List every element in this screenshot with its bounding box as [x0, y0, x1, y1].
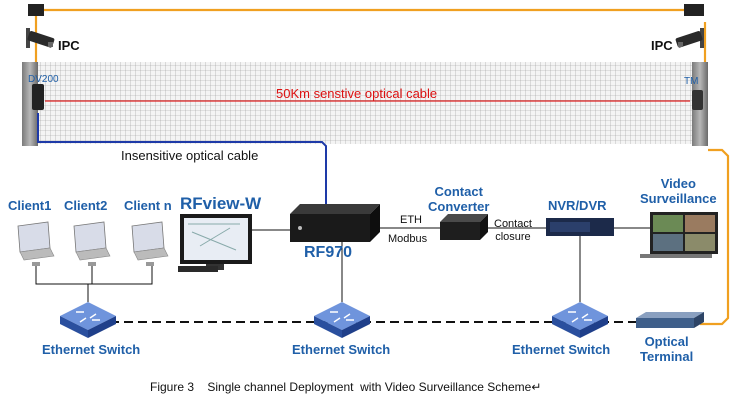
contact-converter-device	[440, 214, 488, 240]
ipc-left-label: IPC	[58, 38, 80, 53]
client-wiring	[35, 266, 153, 302]
modbus-label: Modbus	[388, 233, 428, 245]
client2-label: Client2	[64, 198, 108, 213]
tm-label: TM	[684, 76, 699, 87]
left-fence-post	[22, 62, 38, 146]
switch-right-label: Ethernet Switch	[512, 342, 611, 357]
video-monitor-icon	[640, 212, 718, 258]
nvr-device	[546, 218, 614, 236]
ethernet-switch-icon	[552, 302, 608, 338]
insensitive-cable-label: Insensitive optical cable	[121, 148, 259, 163]
insensitive-cable-line	[37, 113, 327, 210]
fence	[38, 62, 693, 144]
orange-fiber-loop	[34, 8, 730, 326]
switch-left-label: Ethernet Switch	[42, 342, 141, 357]
contact-closure-label: Contact closure	[494, 218, 532, 243]
left-junction-box	[28, 4, 44, 16]
client-laptop-icon	[17, 221, 55, 266]
dv200-device	[32, 84, 44, 110]
rfview-label: RFview-W	[180, 194, 262, 213]
client-laptop-icon	[131, 221, 169, 266]
ethernet-switch-icon	[60, 302, 116, 338]
camera-icon	[26, 28, 55, 48]
dv200-label: DV200	[28, 74, 59, 85]
contact-converter-label: Contact Converter	[428, 184, 490, 214]
rf970-label: RF970	[304, 244, 353, 261]
client-laptop-icon	[73, 221, 111, 266]
right-junction-box	[684, 4, 704, 16]
optical-terminal-device	[636, 312, 704, 328]
video-surveillance-label: Video Surveillance	[640, 176, 717, 206]
ipc-right-label: IPC	[651, 38, 673, 53]
client1-label: Client1	[8, 198, 52, 213]
camera-icon	[675, 28, 704, 48]
eth-label: ETH	[400, 214, 422, 226]
rf970-device	[290, 204, 380, 242]
nvr-label: NVR/DVR	[548, 198, 607, 213]
monitor-icon	[178, 214, 252, 272]
ethernet-switch-icon	[314, 302, 370, 338]
device-connections	[252, 227, 650, 302]
tm-device	[692, 90, 703, 110]
clientn-label: Client n	[124, 198, 172, 213]
switch-mid-label: Ethernet Switch	[292, 342, 391, 357]
sensitive-cable-label: 50Km senstive optical cable	[276, 86, 438, 101]
optical-terminal-label: Optical Terminal	[640, 334, 694, 364]
figure-caption: Figure 3 Single channel Deployment with …	[150, 380, 542, 394]
